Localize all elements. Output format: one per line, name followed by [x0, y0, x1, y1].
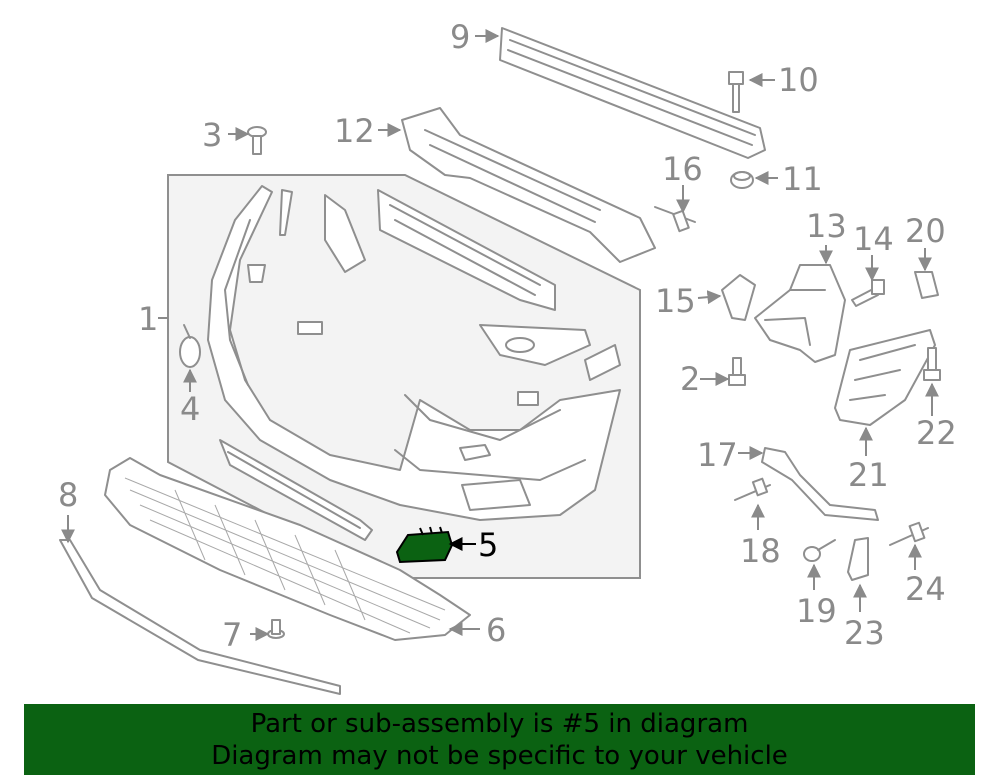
label-1: 1	[138, 300, 158, 338]
bolt-part-14	[851, 279, 885, 307]
bolt-part-10	[728, 71, 744, 113]
trim-strip-part	[59, 539, 341, 695]
bracket-part-21	[834, 329, 936, 426]
label-2: 2	[680, 360, 700, 398]
impact-bar-part	[499, 27, 766, 159]
parts-diagram: 9 10 3 12 16 11 13 14 20 15 1 2 4 22 17 …	[58, 18, 957, 695]
label-22: 22	[916, 414, 957, 452]
callout-arrows	[61, 29, 939, 641]
label-8: 8	[58, 476, 78, 514]
label-12: 12	[334, 112, 375, 150]
brace-part-17	[761, 447, 879, 521]
push-pin-part-18	[734, 477, 771, 501]
bolt-part-22	[923, 347, 941, 381]
bumper-cover-part	[207, 185, 621, 541]
label-20: 20	[905, 212, 946, 250]
nut-part-11	[730, 171, 754, 189]
pin-part-24	[889, 521, 929, 546]
label-4: 4	[180, 390, 200, 428]
screw-part-3	[247, 126, 267, 155]
sensor-bracket-part-4	[179, 324, 201, 368]
label-14: 14	[853, 220, 894, 258]
energy-absorber-part	[401, 107, 656, 263]
mount-bracket-part-13	[754, 264, 846, 363]
label-19: 19	[796, 592, 837, 630]
screw-part-7	[267, 619, 285, 639]
label-7: 7	[222, 616, 242, 654]
info-banner: Part or sub-assembly is #5 in diagram Di…	[24, 704, 975, 775]
label-11: 11	[782, 160, 823, 198]
clip-part-15	[721, 274, 756, 321]
banner-line-1: Part or sub-assembly is #5 in diagram	[250, 709, 749, 739]
pin-part-16	[654, 206, 696, 233]
highlighted-part-5	[395, 526, 454, 564]
label-10: 10	[778, 61, 819, 99]
label-15: 15	[655, 282, 696, 320]
label-24: 24	[905, 570, 946, 608]
label-5: 5	[478, 526, 498, 564]
clip-part-20	[914, 271, 939, 299]
label-9: 9	[450, 18, 470, 56]
label-17: 17	[697, 436, 738, 474]
screw-part-19	[803, 539, 836, 562]
label-18: 18	[740, 532, 781, 570]
bracket-part-23	[847, 537, 869, 581]
label-3: 3	[202, 116, 222, 154]
label-13: 13	[806, 207, 847, 245]
label-23: 23	[844, 614, 885, 652]
banner-line-2: Diagram may not be specific to your vehi…	[211, 741, 788, 771]
callout-labels: 9 10 3 12 16 11 13 14 20 15 1 2 4 22 17 …	[58, 18, 957, 654]
label-21: 21	[848, 456, 889, 494]
bolt-part-2	[728, 357, 746, 386]
label-6: 6	[486, 611, 506, 649]
label-16: 16	[662, 150, 703, 188]
